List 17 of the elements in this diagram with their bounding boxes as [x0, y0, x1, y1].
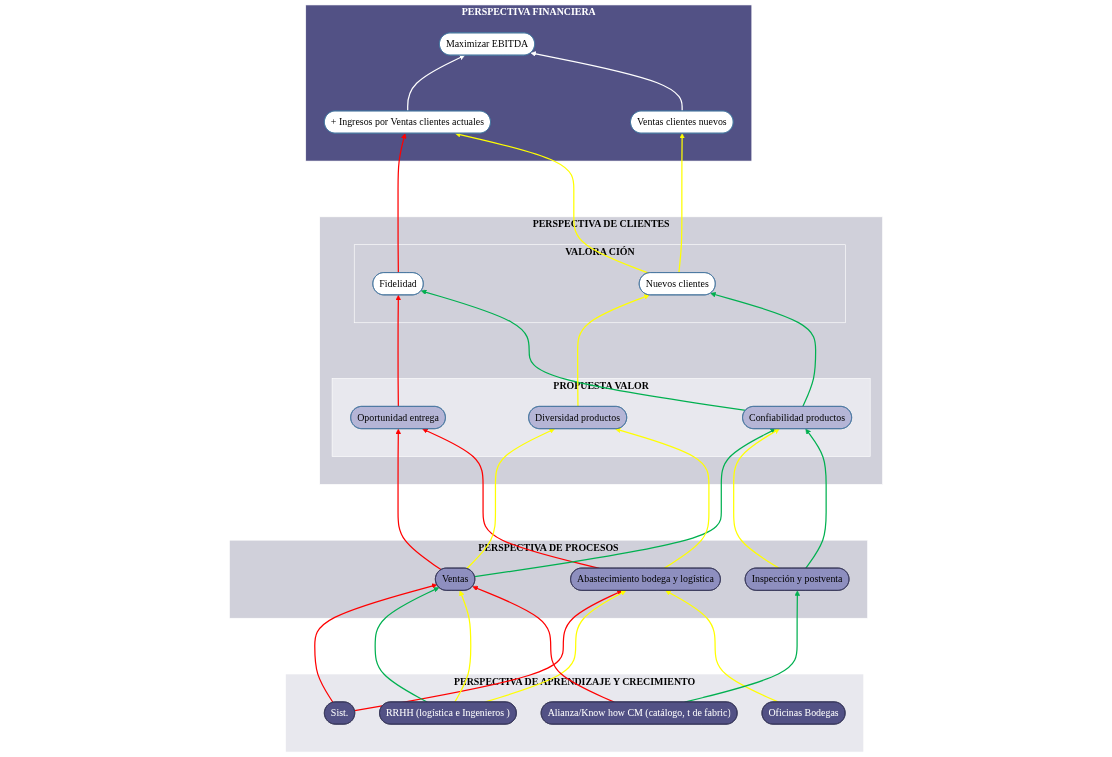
arrow — [615, 427, 710, 569]
arrow — [395, 294, 401, 408]
arrow — [678, 133, 685, 274]
arrow — [474, 428, 776, 578]
arrow — [530, 51, 683, 112]
arrow — [454, 590, 472, 703]
arrow — [466, 428, 555, 570]
arrow — [805, 428, 827, 569]
arrow — [710, 292, 817, 408]
arrow — [397, 133, 407, 274]
arrow — [407, 55, 465, 112]
arrow — [733, 428, 780, 569]
arrow — [374, 587, 440, 703]
arrow — [395, 428, 442, 571]
arrow — [354, 590, 623, 712]
arrow — [314, 583, 438, 704]
arrow — [577, 294, 650, 408]
